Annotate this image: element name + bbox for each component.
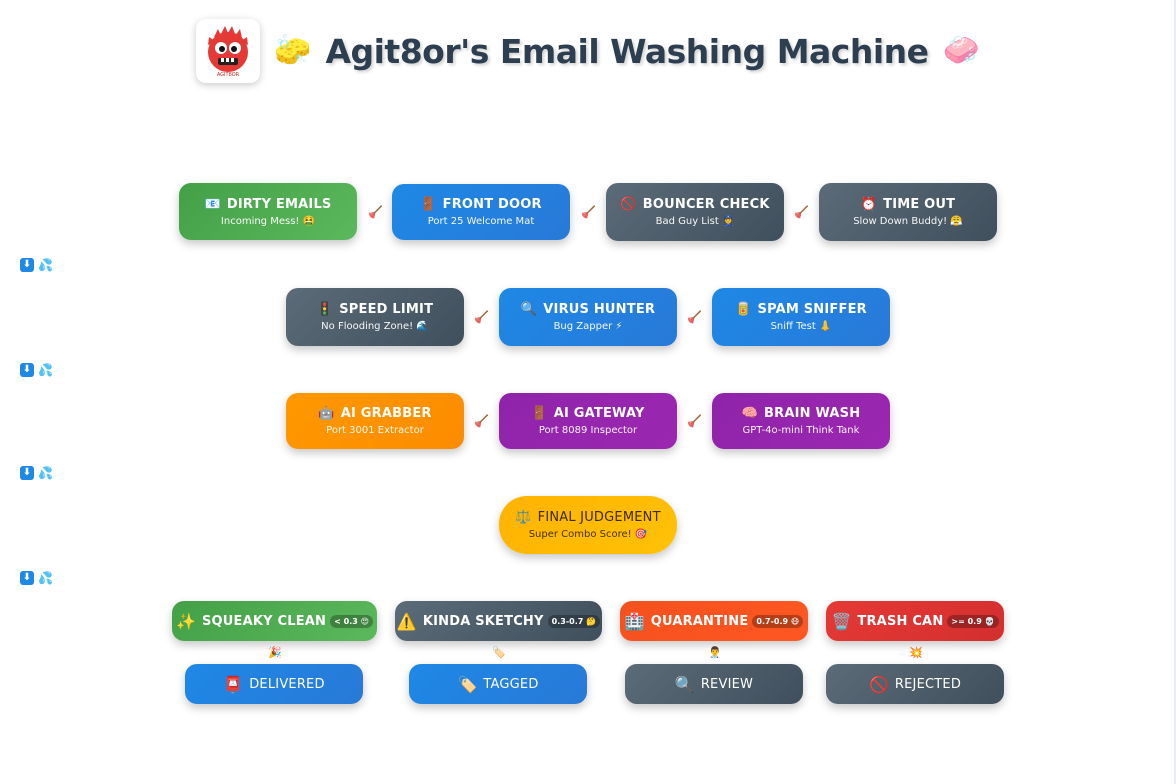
score-badge: >= 0.9 💀 [947,614,999,628]
down-arrow-icon: ⬇ [20,363,34,377]
node-ai-grabber[interactable]: 🤖AI GRABBER Port 3001 Extractor [286,393,464,449]
node-tagged[interactable]: 🏷️ TAGGED [409,664,587,704]
score-badge: < 0.3 😍 [330,614,373,628]
plunger-connector-icon: 🪠 [474,414,489,428]
magnifier-icon: 🔍 [520,302,538,317]
page-title: Agit8or's Email Washing Machine [325,31,929,71]
node-front-door[interactable]: 🚪FRONT DOOR Port 25 Welcome Mat [392,184,570,240]
soap-icon: 🧼 [942,33,980,68]
node-bouncer-check[interactable]: 🚫BOUNCER CHECK Bad Guy List 👮 [606,183,784,241]
node-final-judgement[interactable]: ⚖️FINAL JUDGEMENT Super Combo Score! 🎯 [499,496,677,554]
plunger-connector-icon: 🪠 [581,205,596,219]
traffic-light-icon: 🚦 [316,302,334,317]
water-drops-icon: 💦 [38,363,53,377]
agit8or-logo: AGIT8OR [196,19,261,83]
door-icon: 🚪 [531,406,548,421]
warning-icon: ⚠️ [396,611,417,631]
node-delivered[interactable]: 📮 DELIVERED [185,664,363,704]
plunger-connector-icon: 🪠 [474,310,489,324]
node-squeaky-clean[interactable]: ✨ SQUEAKY CLEAN < 0.3 😍 [172,601,377,641]
alarm-clock-icon: ⏰ [860,197,878,212]
email-icon: 📧 [204,196,221,212]
node-speed-limit[interactable]: 🚦SPEED LIMIT No Flooding Zone! 🌊 [286,288,464,346]
down-arrow-icon: ⬇ [20,571,34,585]
plunger-connector-icon: 🪠 [368,205,383,219]
robot-icon: 🤖 [318,406,335,421]
row-transition-marker: ⬇ 💦 [20,258,53,272]
row-transition-marker: ⬇ 💦 [20,363,53,377]
node-dirty-emails[interactable]: 📧DIRTY EMAILS Incoming Mess! 🤮 [179,183,357,240]
down-arrow-icon: ⬇ [20,466,34,480]
node-ai-gateway[interactable]: 🚪AI GATEWAY Port 8089 Inspector [499,393,677,449]
tag-icon: 🏷️ [492,646,506,659]
node-kinda-sketchy[interactable]: ⚠️ KINDA SKETCHY 0.3-0.7 🤔 [395,601,602,641]
score-badge: 0.7-0.9 😷 [752,614,804,628]
agit8or-mascot-icon: AGIT8OR [208,26,249,78]
plunger-connector-icon: 🪠 [687,414,702,428]
row-transition-marker: ⬇ 💦 [20,466,53,480]
node-spam-sniffer[interactable]: 🥫SPAM SNIFFER Sniff Test 👃 [712,288,890,346]
node-virus-hunter[interactable]: 🔍VIRUS HUNTER Bug Zapper ⚡ [499,288,677,346]
water-drops-icon: 💦 [38,466,53,480]
door-icon: 🚪 [420,197,437,212]
plunger-connector-icon: 🪠 [794,205,809,219]
node-brain-wash[interactable]: 🧠BRAIN WASH GPT-4o-mini Think Tank [712,393,890,449]
spam-can-icon: 🥫 [735,302,752,317]
scales-icon: ⚖️ [515,510,532,525]
water-drops-icon: 💦 [38,571,53,585]
brain-icon: 🧠 [741,406,759,421]
prohibited-icon: 🚫 [620,197,637,212]
explosion-icon: 💥 [909,646,923,659]
water-drops-icon: 💦 [38,258,53,272]
prohibited-icon: 🚫 [868,674,889,694]
mailbox-icon: 📮 [223,674,244,694]
plunger-connector-icon: 🪠 [687,310,702,324]
node-trash-can[interactable]: 🗑️ TRASH CAN >= 0.9 💀 [826,601,1004,641]
sparkles-icon: ✨ [176,611,196,631]
node-time-out[interactable]: ⏰TIME OUT Slow Down Buddy! 😤 [819,183,997,241]
tag-icon: 🏷️ [457,674,478,694]
node-review[interactable]: 🔍 REVIEW [625,664,803,704]
magnifier-icon: 🔍 [674,674,695,694]
node-rejected[interactable]: 🚫 REJECTED [826,664,1004,704]
party-popper-icon: 🎉 [268,646,282,659]
down-arrow-icon: ⬇ [20,258,34,272]
page-header: AGIT8OR 🧽 Agit8or's Email Washing Machin… [0,18,1176,84]
sponge-icon: 🧽 [274,33,312,68]
score-badge: 0.3-0.7 🤔 [547,614,601,628]
svg-text:AGIT8OR: AGIT8OR [217,72,240,78]
node-quarantine[interactable]: 🏥 QUARANTINE 0.7-0.9 😷 [620,601,808,641]
doctor-icon: 👨‍⚕️ [708,646,722,659]
hospital-icon: 🏥 [624,611,645,631]
row-transition-marker: ⬇ 💦 [20,571,53,585]
trash-icon: 🗑️ [831,611,852,631]
